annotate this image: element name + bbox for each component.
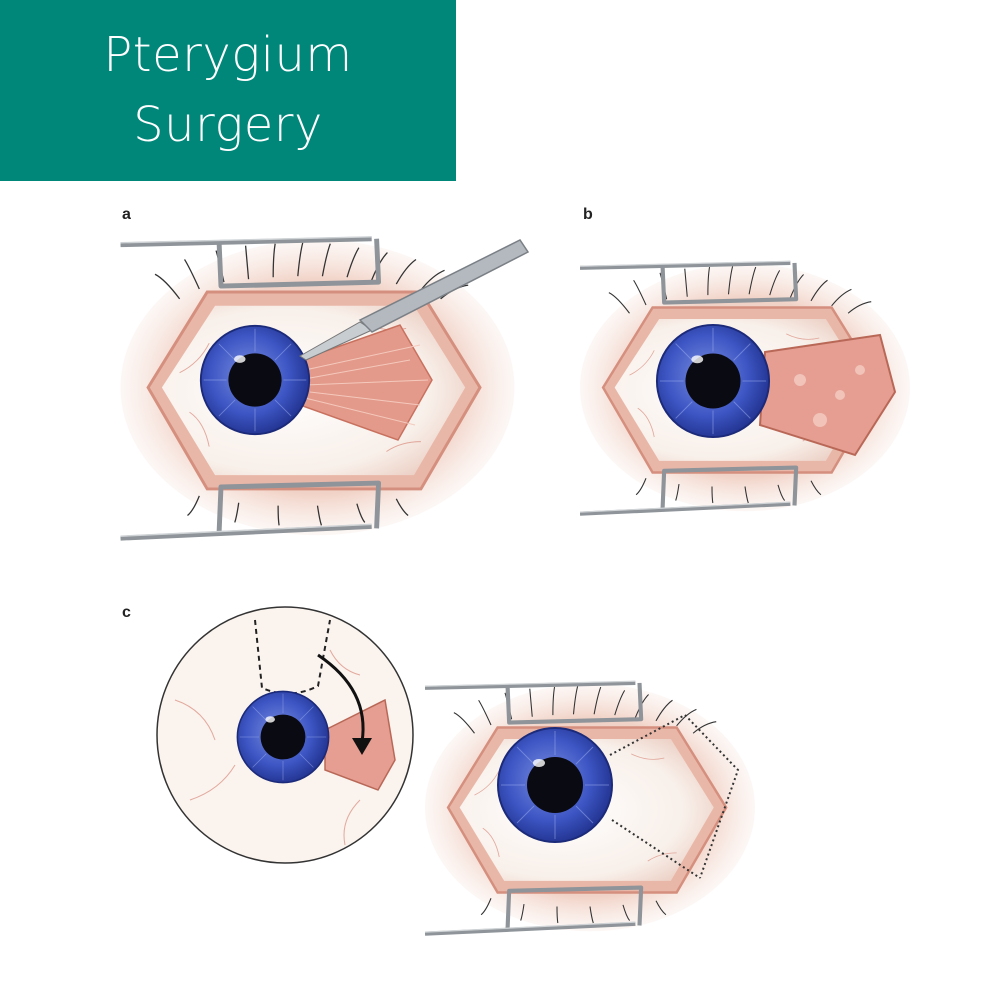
title-line-2: Surgery: [133, 97, 323, 153]
title-banner: Pterygium Surgery: [0, 0, 456, 181]
panel-label-c: c: [122, 604, 131, 621]
graft-donor-outline: [254, 619, 331, 695]
panel-label-b: b: [583, 206, 593, 223]
panel-b-eye: [580, 261, 910, 513]
bare-sclera-area: [758, 333, 897, 457]
scalpel-icon: [299, 239, 530, 361]
pterygium-vessels: [304, 344, 429, 426]
panel-label-a: a: [122, 206, 131, 223]
panel-c-sutured-eye: [425, 681, 755, 933]
panel-a-eye: [121, 237, 530, 538]
title-line-1: Pterygium: [103, 27, 353, 83]
suture-lines: [609, 714, 740, 879]
panel-c-globe: [156, 606, 414, 864]
rotation-arrow-icon: [317, 653, 365, 743]
